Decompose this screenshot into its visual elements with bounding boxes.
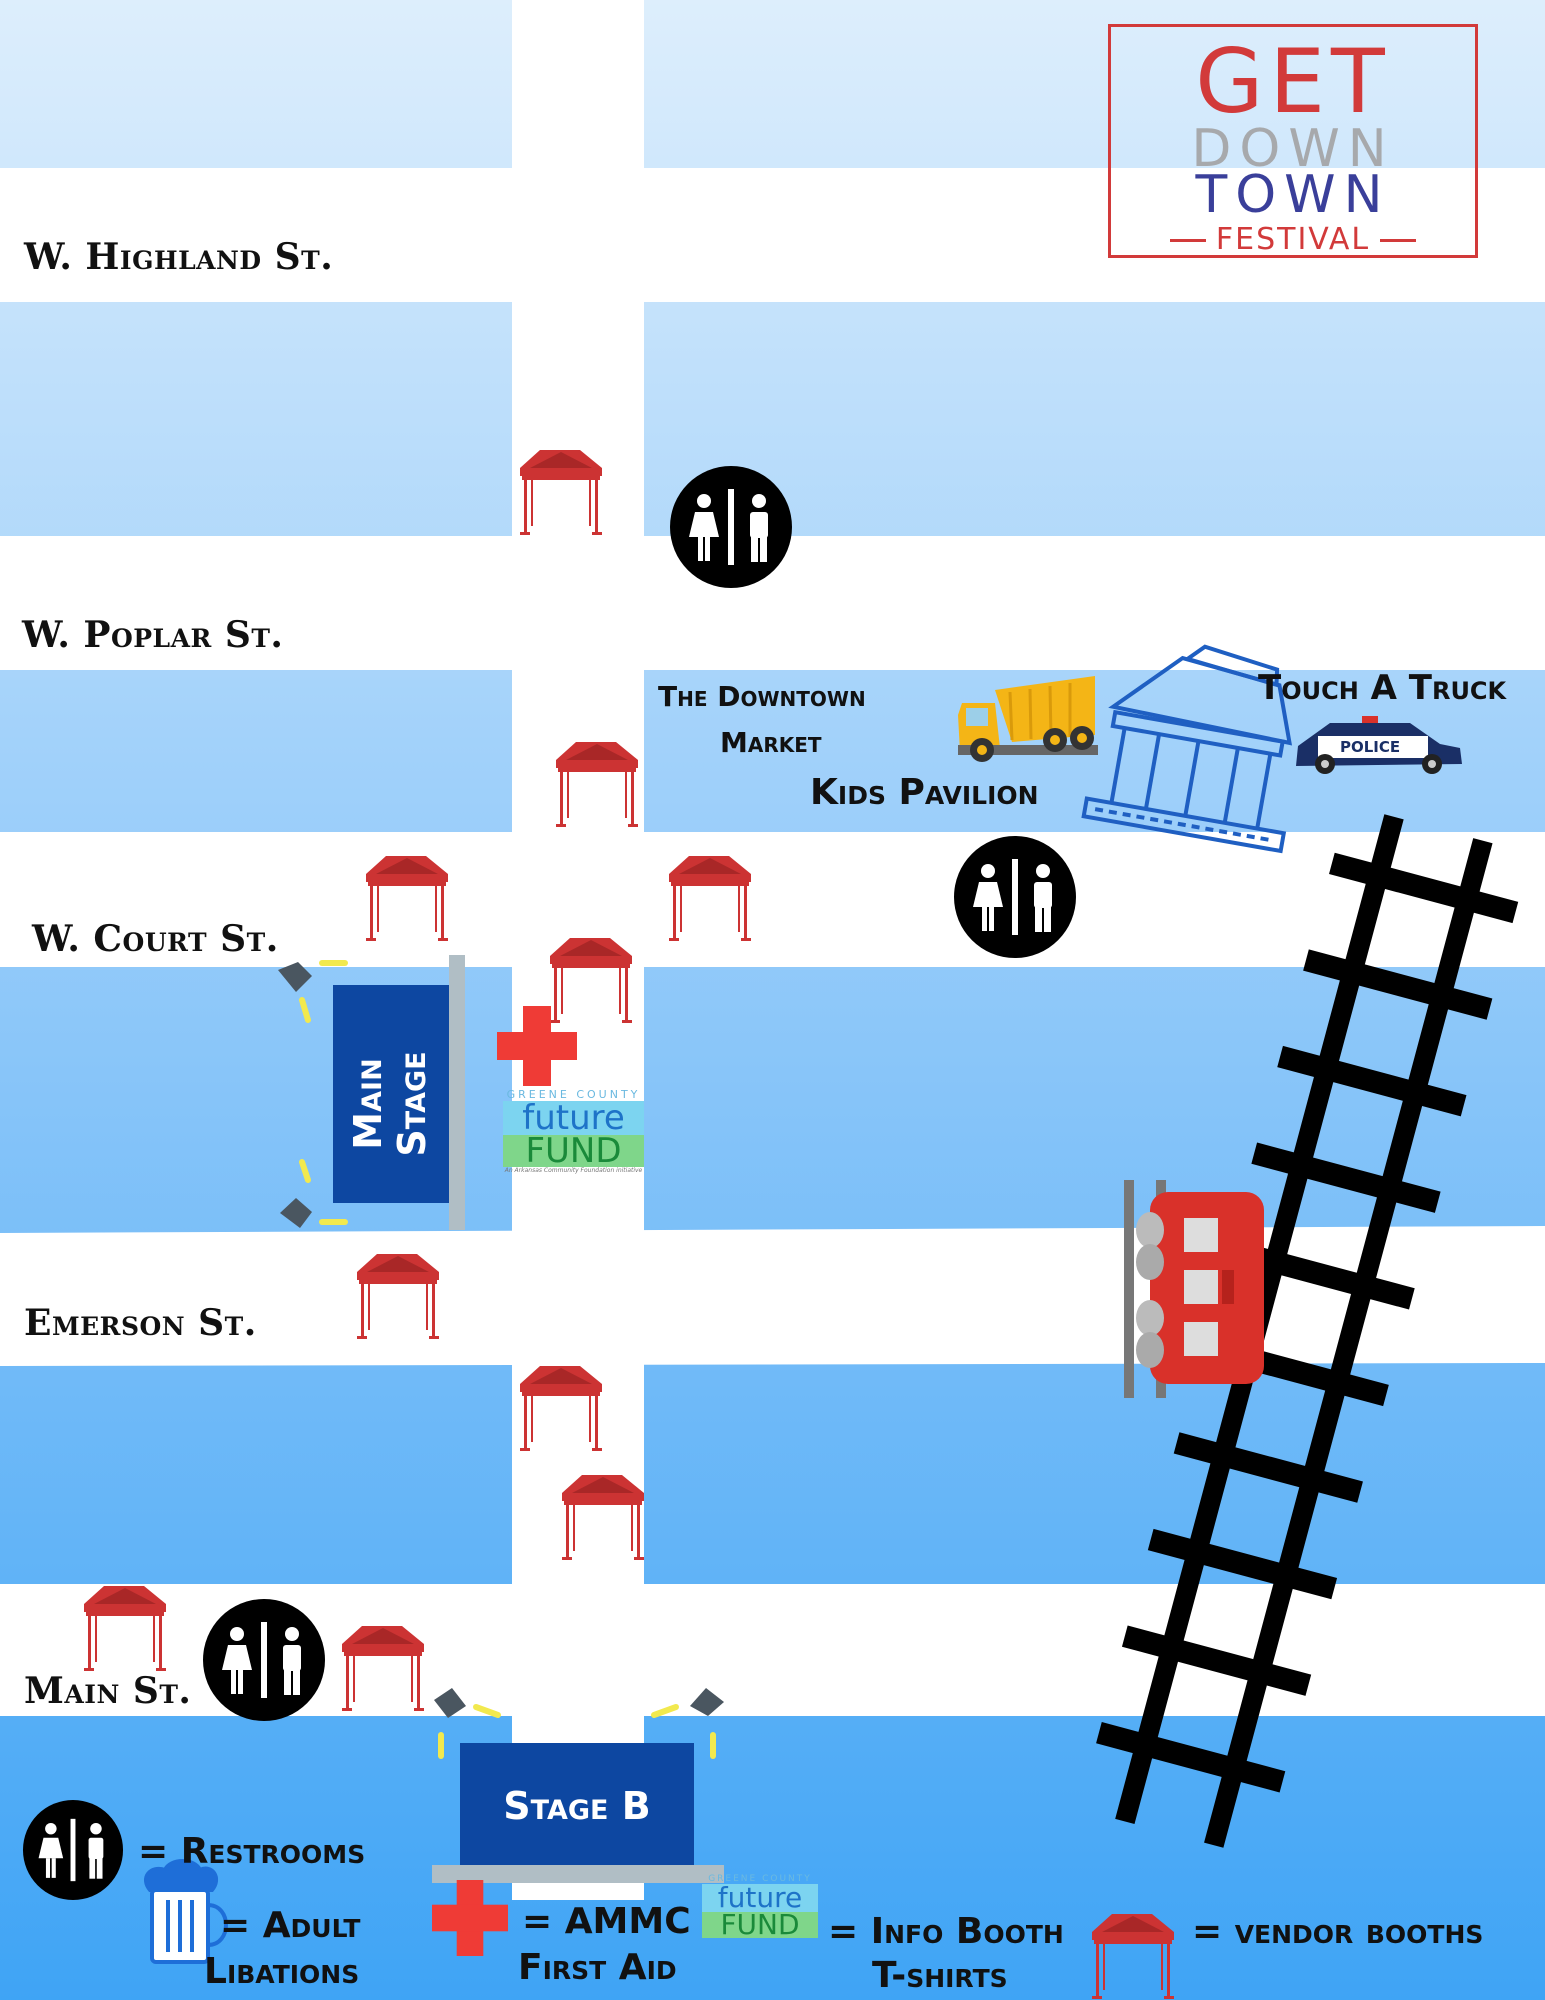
legend-info-line1: = Info Booth	[828, 1911, 1064, 1952]
restroom-icon	[670, 466, 792, 588]
railroad-track-icon	[1096, 814, 1519, 1848]
main-stage	[278, 955, 465, 1230]
stage-light-icon	[278, 962, 312, 992]
train-car-icon	[1124, 1180, 1264, 1398]
legend-info-line2: T-shirts	[872, 1955, 1008, 1996]
stage-b	[432, 1688, 724, 1883]
restroom-icon	[203, 1599, 325, 1721]
future-fund-legend-fund: FUND	[702, 1911, 818, 1939]
legend-restrooms: = Restrooms	[138, 1831, 366, 1872]
pavilion-icon	[1081, 644, 1293, 854]
police-car-label: POLICE	[1340, 738, 1401, 756]
future-fund-future: future	[503, 1101, 644, 1135]
market-label-line1: The Downtown	[658, 680, 866, 713]
dump-truck-icon	[958, 676, 1098, 762]
street-label-main: Main St.	[24, 1670, 192, 1712]
future-fund-legend-logo: GREENE COUNTY future FUND	[702, 1874, 818, 1939]
kids-pavilion-label: Kids Pavilion	[810, 772, 1039, 813]
restroom-icon	[954, 836, 1076, 958]
street-label-emerson: Emerson St.	[24, 1302, 257, 1344]
main-stage-label-line2: Stage	[390, 1051, 434, 1157]
restroom-icon	[22, 1799, 124, 1901]
stage-light-icon	[690, 1688, 724, 1716]
legend-first-aid-line1: = AMMC	[522, 1901, 691, 1942]
stage-light-icon	[280, 1198, 312, 1228]
street-court	[0, 832, 1545, 967]
future-fund-legend-future: future	[702, 1884, 818, 1912]
legend-vendors: = vendor booths	[1192, 1911, 1484, 1952]
street-label-court: W. Court St.	[32, 918, 279, 960]
logo-festival: FESTIVAL	[1111, 223, 1475, 257]
logo-town: TOWN	[1195, 165, 1391, 225]
street-label-highland: W. Highland St.	[24, 236, 334, 278]
touch-a-truck-label: Touch A Truck	[1258, 668, 1507, 708]
legend-first-aid-line2: First Aid	[518, 1947, 677, 1988]
logo-get: GET	[1195, 30, 1391, 133]
main-stage-label-line1: Main	[346, 1058, 390, 1150]
future-fund-fund: FUND	[503, 1134, 644, 1168]
street-label-poplar: W. Poplar St.	[22, 614, 284, 656]
market-label-line2: Market	[720, 726, 822, 759]
future-fund-sub: An Arkansas Community Foundation initiat…	[504, 1167, 643, 1174]
future-fund-logo: GREENE COUNTY future FUND An Arkansas Co…	[503, 1088, 644, 1174]
festival-logo: GET DOWN TOWN FESTIVAL	[1108, 24, 1478, 258]
police-car-icon	[1296, 716, 1462, 774]
stage-light-icon	[434, 1688, 466, 1718]
future-fund-top: GREENE COUNTY	[506, 1088, 641, 1101]
beer-mug-icon	[144, 1859, 228, 1964]
legend-libations-line2: Libations	[204, 1951, 360, 1992]
legend-libations-line1: = Adult	[220, 1905, 361, 1946]
stage-b-label: Stage B	[503, 1784, 651, 1828]
future-fund-legend-top: GREENE COUNTY	[708, 1874, 812, 1884]
main-stage-label: Main Stage	[346, 989, 434, 1219]
street-emerson	[0, 1226, 1545, 1366]
logo-down: DOWN	[1191, 119, 1395, 179]
